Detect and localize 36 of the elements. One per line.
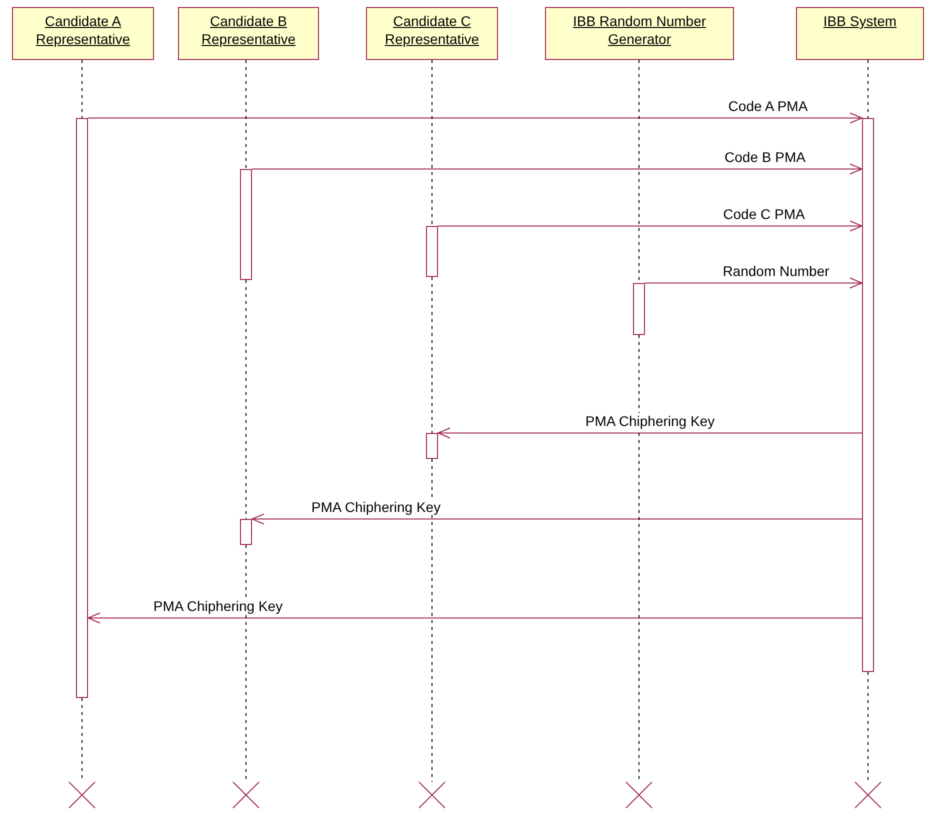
activation-bar [426, 433, 438, 459]
activation-bar [240, 519, 252, 545]
participant-name: Candidate B Representative [200, 12, 297, 48]
message-arrow [252, 514, 862, 524]
participant-name: Candidate C Representative [384, 12, 480, 48]
activation-bar [426, 226, 438, 277]
participant-box [545, 7, 734, 60]
participant-name: IBB Random Number Generator [572, 12, 708, 48]
message-label: PMA Chiphering Key [310, 499, 442, 515]
message-arrow [438, 428, 862, 438]
destruction-mark [69, 782, 95, 808]
message-arrow [644, 278, 862, 288]
destruction-mark [233, 782, 259, 808]
message-label: PMA Chiphering Key [584, 413, 716, 429]
message-arrow [438, 220, 862, 232]
participant-name: IBB System [822, 12, 898, 30]
message-label: Code A PMA [727, 98, 809, 114]
message-arrow [88, 112, 862, 124]
message-label: PMA Chiphering Key [152, 598, 284, 614]
destruction-mark [626, 782, 652, 808]
message-label: Code C PMA [722, 206, 806, 222]
activation-bar [862, 118, 874, 672]
participant-name: Candidate A Representative [34, 12, 132, 48]
message-label: Random Number [722, 263, 830, 279]
activation-bar [240, 169, 252, 280]
activation-bar [76, 118, 88, 698]
participant-box [12, 7, 154, 60]
participant-box [178, 7, 319, 60]
activation-bar [633, 283, 645, 335]
participant-box [796, 7, 924, 60]
message-arrow [252, 164, 862, 174]
participant-box [366, 7, 498, 60]
destruction-mark [855, 782, 881, 808]
destruction-mark [419, 782, 445, 808]
message-label: Code B PMA [724, 149, 806, 165]
message-arrow [88, 612, 862, 624]
